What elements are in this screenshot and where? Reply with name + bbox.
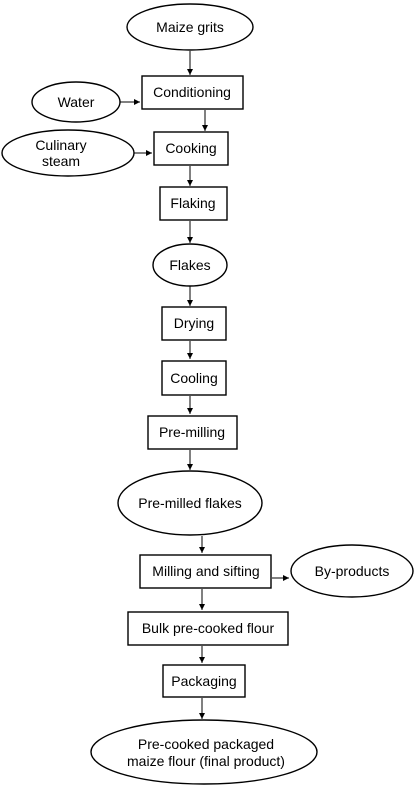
node-flakes-label: Flakes — [169, 257, 210, 273]
node-cooking-label: Cooking — [165, 140, 216, 156]
node-conditioning-label: Conditioning — [153, 84, 231, 100]
node-water-label: Water — [58, 94, 95, 110]
node-packaging: Packaging — [162, 664, 246, 698]
node-drying: Drying — [161, 306, 227, 341]
node-cooling-label: Cooling — [170, 370, 217, 386]
node-milling-and-sifting: Milling and sifting — [139, 554, 272, 589]
node-milling-and-sifting-label: Milling and sifting — [152, 563, 259, 579]
node-culinary-steam-label-line1: Culinary — [35, 137, 86, 153]
node-pre-milled-flakes: Pre-milled flakes — [117, 470, 263, 536]
node-by-products-label: By-products — [315, 563, 390, 579]
node-by-products: By-products — [290, 544, 414, 598]
node-flaking-label: Flaking — [170, 195, 215, 211]
node-flakes: Flakes — [152, 243, 228, 287]
node-final-product: Pre-cooked packaged maize flour (final p… — [90, 719, 318, 785]
node-flaking: Flaking — [159, 186, 228, 221]
node-conditioning: Conditioning — [141, 75, 244, 110]
node-pre-milling: Pre-milling — [147, 415, 238, 450]
node-pre-milled-flakes-label: Pre-milled flakes — [138, 495, 241, 511]
node-bulk-pre-cooked-flour: Bulk pre-cooked flour — [127, 611, 289, 646]
node-pre-milling-label: Pre-milling — [159, 424, 225, 440]
node-bulk-pre-cooked-flour-label: Bulk pre-cooked flour — [142, 620, 275, 636]
node-culinary-steam: Culinary steam — [1, 129, 135, 177]
node-final-product-label-line1: Pre-cooked packaged — [138, 736, 274, 752]
node-drying-label: Drying — [174, 315, 214, 331]
node-cooling: Cooling — [161, 360, 227, 396]
node-final-product-label-line2: maize flour (final product) — [127, 753, 285, 769]
node-culinary-steam-label-line2: steam — [42, 153, 80, 169]
node-maize-grits: Maize grits — [126, 3, 254, 51]
node-packaging-label: Packaging — [171, 673, 236, 689]
node-cooking: Cooking — [153, 131, 229, 166]
node-maize-grits-label: Maize grits — [156, 19, 224, 35]
node-water: Water — [31, 81, 121, 123]
